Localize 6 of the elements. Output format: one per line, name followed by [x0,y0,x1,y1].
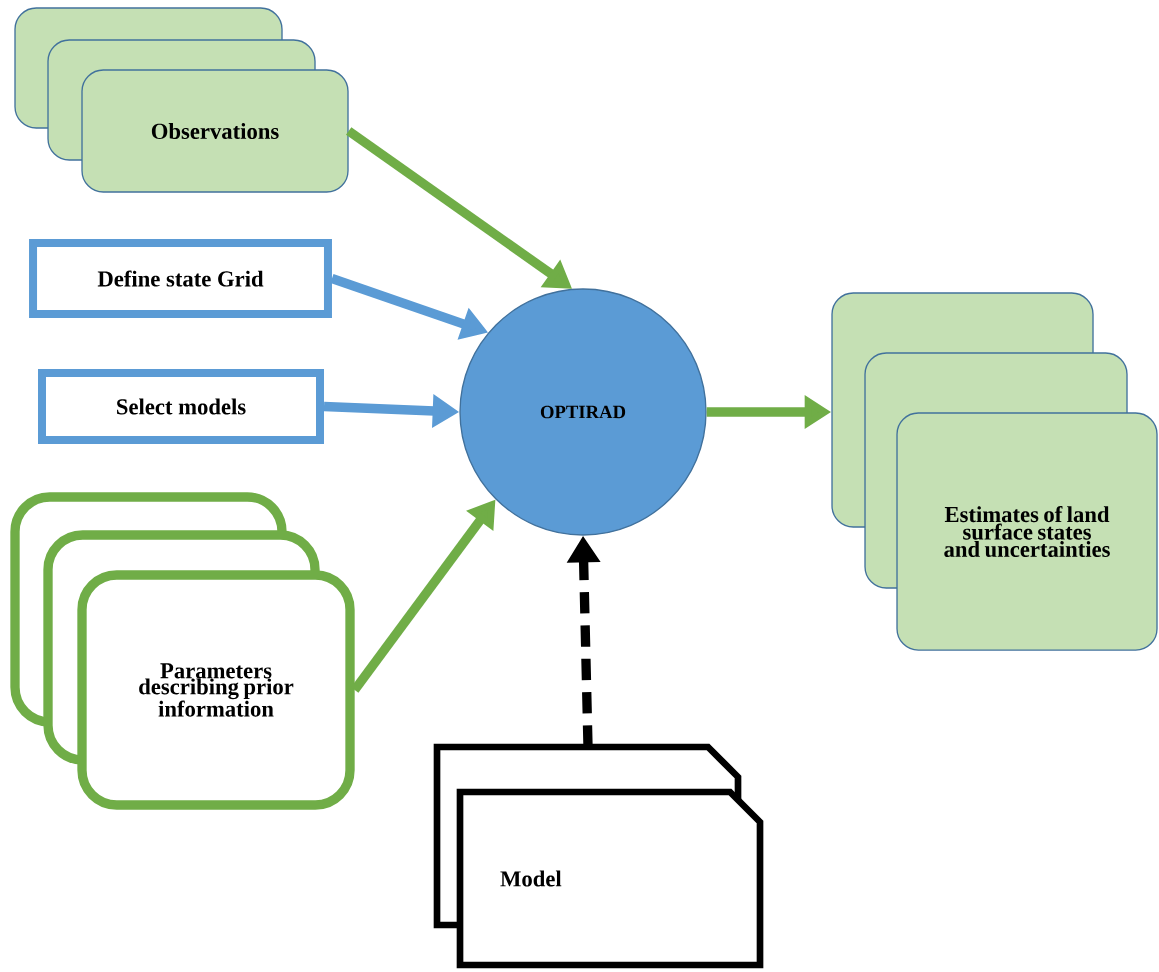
stacked-documents: Model [433,743,764,969]
input-box: Select models [38,369,324,444]
stacked-cards: Parameters describing prior information [10,492,355,810]
stacked-cards: Observations [14,7,349,193]
stacked-cards: Estimates of land surface states and uncertainties [831,292,1158,651]
input-box: Define state Grid [29,239,332,318]
